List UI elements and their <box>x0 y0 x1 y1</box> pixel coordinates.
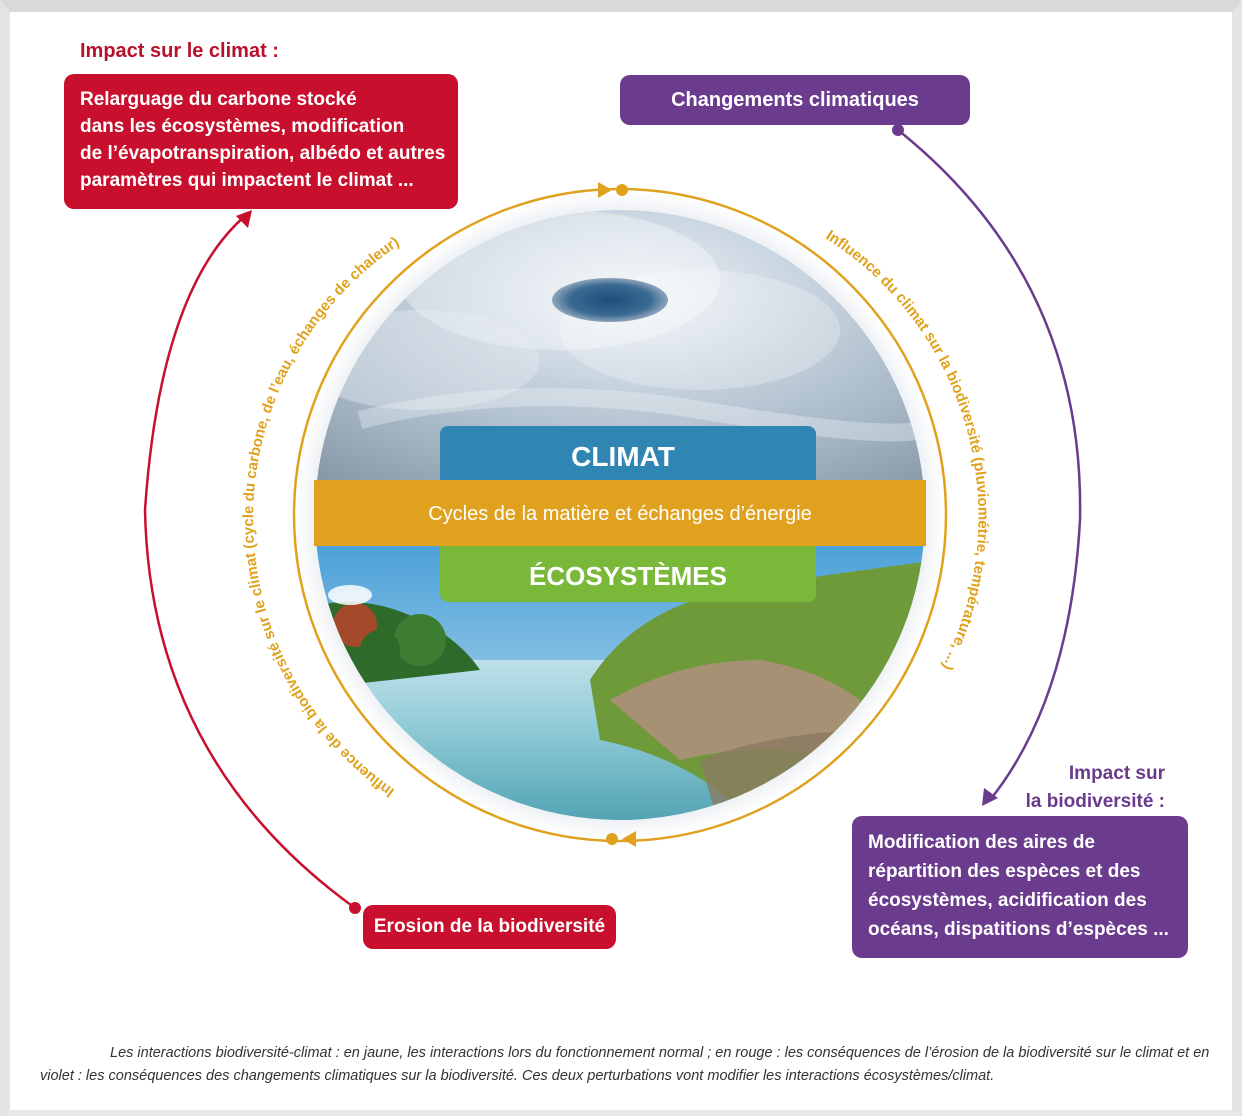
changements-climatiques-label: Changements climatiques <box>671 89 919 111</box>
impact-biodiversite-line-2: répartition des espèces et des <box>868 861 1141 882</box>
figure-caption: Les interactions biodiversité-climat : e… <box>40 1045 1210 1084</box>
ecosystemes-box <box>440 530 816 602</box>
cycles-band <box>314 480 926 546</box>
impact-biodiversite-heading-line-1: Impact sur <box>1068 763 1165 784</box>
impact-biodiversite-line-1: Modification des aires de <box>868 832 1095 853</box>
impact-biodiversite-line-4: océans, dispatitions d’espèces ... <box>868 919 1169 940</box>
impact-biodiversite-box: Modification des aires de répartition de… <box>852 816 1188 958</box>
orbit-arrow-bottom-icon <box>606 831 636 847</box>
purple-arrow-start-dot <box>892 124 904 136</box>
orbit-arrow-top-icon <box>598 182 628 198</box>
cycles-label: Cycles de la matière et échanges d’énerg… <box>428 503 812 525</box>
impact-biodiversite-heading: Impact sur la biodiversité : <box>990 760 1165 816</box>
red-arrowhead-icon <box>236 210 252 228</box>
impact-climat-line-3: de l’évapotranspiration, albédo et autre… <box>80 143 446 164</box>
purple-arrowhead-icon <box>982 788 998 806</box>
impact-climat-line-2: dans les écosystèmes, modification <box>80 116 405 137</box>
impact-climat-heading: Impact sur le climat : <box>80 40 279 62</box>
erosion-biodiversite-label: Erosion de la biodiversité <box>373 916 606 937</box>
climat-label: CLIMAT <box>571 441 675 472</box>
impact-climat-box: Relarguage du carbone stocké dans les éc… <box>64 74 458 209</box>
impact-biodiversite-heading-line-2: la biodiversité : <box>1025 791 1165 812</box>
ecosystemes-label: ÉCOSYSTÈMES <box>529 561 727 591</box>
red-arrow-start-dot <box>349 902 361 914</box>
changements-climatiques-box: Changements climatiques <box>620 75 970 125</box>
red-arrow <box>143 215 356 910</box>
impact-climat-line-1: Relarguage du carbone stocké <box>80 89 357 110</box>
impact-climat-line-4: paramètres qui impactent le climat ... <box>80 170 414 191</box>
central-photo <box>315 210 925 820</box>
purple-arrow <box>897 129 1082 801</box>
erosion-biodiversite-box: Erosion de la biodiversité <box>363 905 616 949</box>
impact-biodiversite-line-3: écosystèmes, acidification des <box>868 890 1147 911</box>
